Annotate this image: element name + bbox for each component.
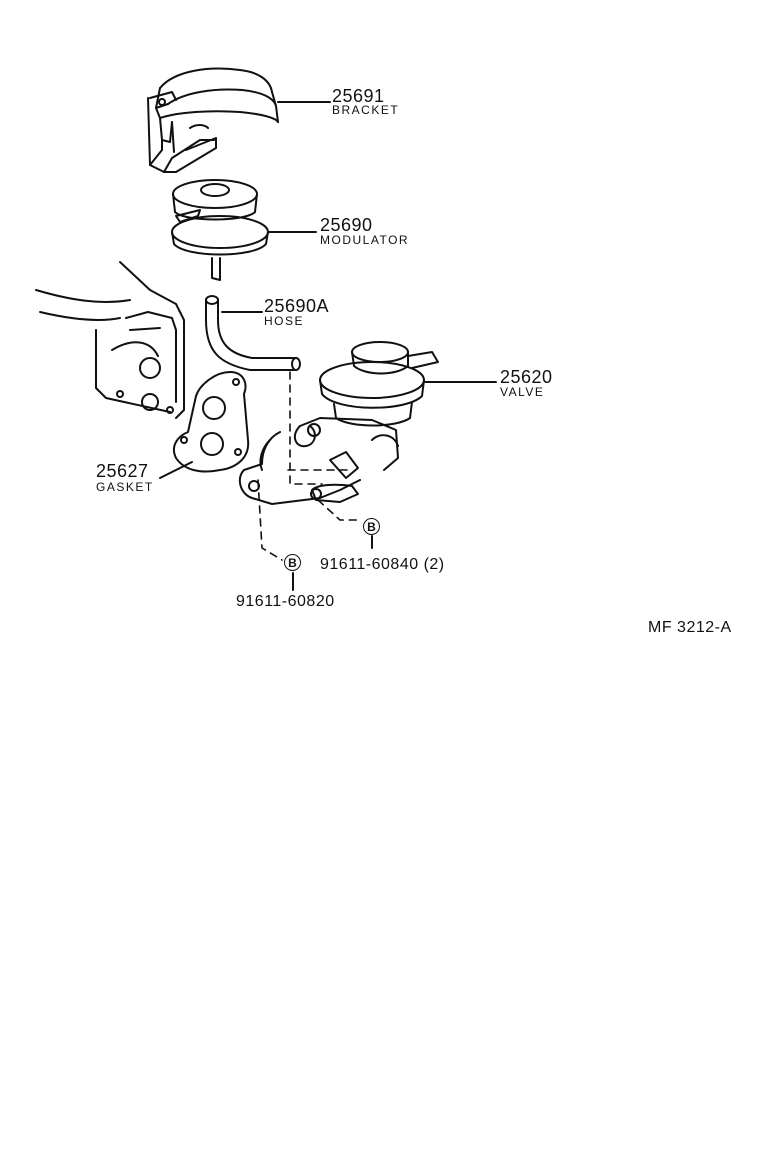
hose-drawing <box>205 295 301 371</box>
stud-upper-part-number: 91611-60840 (2) <box>320 556 445 573</box>
gasket-leader <box>159 461 193 479</box>
bracket-description: BRACKET <box>332 103 400 117</box>
modulator-drawing <box>171 179 269 281</box>
figure-code: MF 3212-A <box>648 619 732 636</box>
valve-drawing <box>238 341 439 505</box>
hose-description: HOSE <box>264 314 305 328</box>
gasket-description: GASKET <box>96 480 154 494</box>
valve-part-number: 25620 <box>500 367 553 387</box>
stud-lower-badge: B <box>284 554 301 571</box>
assembly-centerlines <box>257 371 361 561</box>
stud-lower-part-number: 91611-60820 <box>236 593 335 610</box>
manifold-drawing <box>35 261 185 419</box>
bracket-part-number: 25691 <box>332 86 385 106</box>
bracket-drawing <box>147 67 279 173</box>
gasket-part-number: 25627 <box>96 461 149 481</box>
gasket-drawing <box>172 371 250 473</box>
stud-upper-badge: B <box>363 518 380 535</box>
modulator-part-number: 25690 <box>320 215 373 235</box>
modulator-description: MODULATOR <box>320 233 410 247</box>
valve-description: VALVE <box>500 385 545 399</box>
hose-part-number: 25690A <box>264 296 330 316</box>
